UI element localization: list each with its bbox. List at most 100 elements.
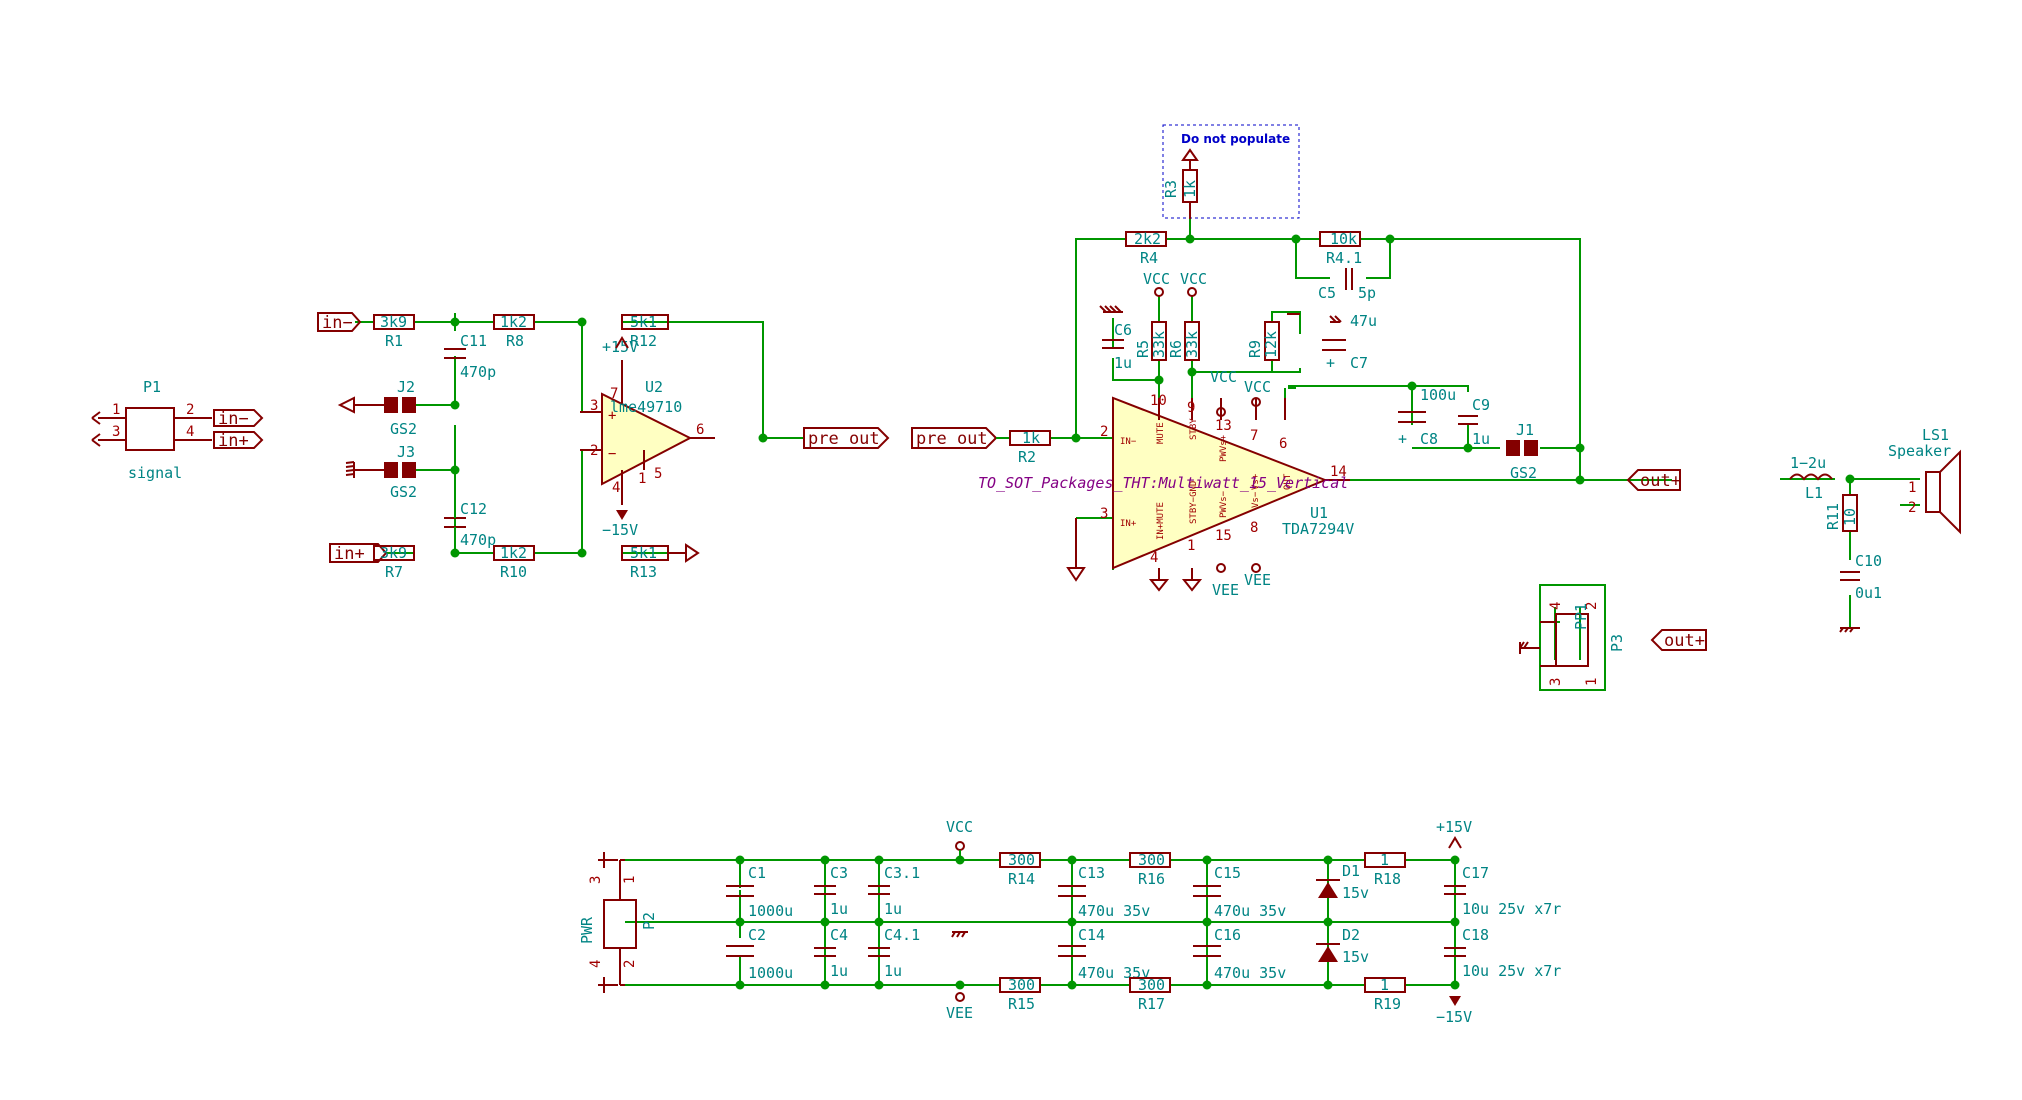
speaker-ls1[interactable]: 1 2 LS1 Speaker bbox=[1888, 426, 1961, 535]
label-in-plus-left[interactable]: in+ bbox=[213, 431, 264, 451]
capacitor-c3-1[interactable]: C3.1 1u bbox=[868, 864, 920, 918]
svg-text:Vs−: Vs− bbox=[1251, 491, 1261, 508]
resistor-r11[interactable]: R11 10 bbox=[1824, 494, 1859, 532]
resistor-r13[interactable]: 5k1 R13 bbox=[621, 543, 700, 581]
capacitor-c7[interactable]: 47u C7 + bbox=[1287, 312, 1377, 372]
svg-text:10u 25v x7r: 10u 25v x7r bbox=[1462, 900, 1561, 918]
svg-text:12k: 12k bbox=[1262, 331, 1280, 358]
label-in-plus[interactable]: in+ bbox=[329, 543, 388, 564]
capacitor-c9[interactable]: C9 1u bbox=[1458, 396, 1490, 448]
svg-text:470u 35v: 470u 35v bbox=[1214, 902, 1286, 920]
svg-text:4: 4 bbox=[1150, 550, 1158, 566]
resistor-r7[interactable]: 3k9 R7 bbox=[373, 544, 415, 581]
resistor-r4[interactable]: 2k2 R4 bbox=[1125, 230, 1167, 267]
resistor-r19[interactable]: 1 R19 bbox=[1364, 976, 1406, 1013]
svg-text:2: 2 bbox=[1100, 424, 1108, 440]
capacitor-c5[interactable]: C5 5p bbox=[1318, 268, 1376, 302]
resistor-r15[interactable]: 300 R15 bbox=[999, 976, 1041, 1013]
svg-text:7: 7 bbox=[610, 386, 618, 402]
label-in-minus-left[interactable]: in− bbox=[213, 409, 264, 429]
svg-text:C11: C11 bbox=[460, 332, 487, 350]
svg-text:R4.1: R4.1 bbox=[1326, 249, 1362, 267]
capacitor-c6[interactable]: C6 1u bbox=[1099, 305, 1132, 372]
svg-text:VCC: VCC bbox=[1244, 378, 1271, 396]
svg-text:R3: R3 bbox=[1162, 180, 1180, 198]
jumper-j3[interactable]: J3 GS2 bbox=[345, 443, 417, 501]
amplifier-u1[interactable]: 2 3 10 9 13 7 6 14 4 1 15 8 IN− IN+ IN+M… bbox=[978, 368, 1354, 599]
svg-text:1: 1 bbox=[1380, 976, 1389, 994]
resistor-r3[interactable]: R3 1k bbox=[1162, 148, 1199, 219]
capacitor-c17[interactable]: C17 10u 25v x7r bbox=[1444, 864, 1561, 918]
resistor-r6[interactable]: R6 33k VCC bbox=[1167, 270, 1207, 361]
connector-p2[interactable]: 3 4 1 2 PWR P2 bbox=[578, 852, 658, 993]
svg-text:R7: R7 bbox=[385, 563, 403, 581]
resistor-r18[interactable]: 1 R18 bbox=[1364, 851, 1406, 888]
svg-text:1k2: 1k2 bbox=[500, 544, 527, 562]
resistor-r4-1[interactable]: 10k R4.1 bbox=[1319, 230, 1362, 267]
connector-p1[interactable]: P1 signal 1 3 2 4 bbox=[91, 378, 212, 482]
capacitor-c13[interactable]: C13 470u 35v bbox=[1058, 864, 1150, 920]
resistor-r2[interactable]: 1k R2 bbox=[1009, 429, 1051, 466]
svg-text:C16: C16 bbox=[1214, 926, 1241, 944]
p1-pin4: 4 bbox=[186, 424, 194, 440]
svg-text:470u 35v: 470u 35v bbox=[1078, 902, 1150, 920]
svg-text:+15V: +15V bbox=[602, 338, 638, 356]
svg-text:300: 300 bbox=[1008, 976, 1035, 994]
svg-text:3: 3 bbox=[1100, 506, 1108, 522]
svg-text:15v: 15v bbox=[1342, 948, 1369, 966]
label-in-minus[interactable]: in− bbox=[317, 312, 362, 333]
svg-text:U2: U2 bbox=[645, 378, 663, 396]
capacitor-c10[interactable]: C10 0u1 bbox=[1839, 552, 1882, 633]
resistor-r10[interactable]: 1k2 R10 bbox=[493, 544, 535, 581]
capacitor-c12[interactable]: C12 470p bbox=[444, 470, 496, 553]
inductor-l1[interactable]: 1−2u L1 bbox=[1789, 454, 1833, 502]
svg-text:15v: 15v bbox=[1342, 884, 1369, 902]
jumper-j1[interactable]: J1 GS2 bbox=[1506, 421, 1538, 482]
power-m15-psu: −15V bbox=[1436, 996, 1472, 1026]
capacitor-c3[interactable]: C3 1u bbox=[814, 864, 848, 918]
svg-text:1: 1 bbox=[1584, 678, 1600, 686]
resistor-r14[interactable]: 300 R14 bbox=[999, 851, 1041, 888]
svg-text:TDA7294V: TDA7294V bbox=[1282, 520, 1354, 538]
capacitor-c4[interactable]: C4 1u bbox=[814, 926, 848, 980]
svg-text:3: 3 bbox=[590, 398, 598, 414]
label-pre-out-left[interactable]: pre_out bbox=[803, 427, 890, 449]
svg-text:470u 35v: 470u 35v bbox=[1214, 964, 1286, 982]
svg-text:1k2: 1k2 bbox=[500, 313, 527, 331]
resistor-r17[interactable]: 300 R17 bbox=[1129, 976, 1171, 1013]
capacitor-c8[interactable]: 100u C8 + bbox=[1398, 386, 1456, 448]
resistor-r8[interactable]: 1k2 R8 bbox=[493, 313, 535, 350]
svg-text:4: 4 bbox=[612, 480, 620, 496]
svg-text:6: 6 bbox=[696, 422, 704, 438]
svg-text:6: 6 bbox=[1279, 436, 1287, 452]
capacitor-c2[interactable]: C2 1000u bbox=[726, 926, 793, 982]
capacitor-c4-1[interactable]: C4.1 1u bbox=[868, 926, 920, 980]
svg-text:5k1: 5k1 bbox=[630, 313, 657, 331]
svg-text:1k: 1k bbox=[1022, 429, 1040, 447]
label-out-plus-p3[interactable]: out+ bbox=[1650, 629, 1707, 651]
capacitor-c16[interactable]: C16 470u 35v bbox=[1193, 926, 1286, 982]
resistor-r1[interactable]: 3k9 R1 bbox=[373, 313, 415, 350]
jumper-j2[interactable]: J2 GS2 bbox=[337, 378, 417, 438]
svg-text:14: 14 bbox=[1330, 464, 1347, 480]
connector-p3[interactable]: 4 3 2 1 PP1 P3 bbox=[1519, 602, 1626, 686]
diode-d1[interactable]: D1 15v bbox=[1316, 862, 1369, 902]
svg-text:+: + bbox=[1326, 354, 1335, 372]
resistor-r16[interactable]: 300 R16 bbox=[1129, 851, 1171, 888]
capacitor-c18[interactable]: C18 10u 25v x7r bbox=[1444, 926, 1561, 980]
capacitor-c11[interactable]: C11 470p bbox=[444, 332, 496, 381]
diode-d2[interactable]: D2 15v bbox=[1316, 926, 1369, 966]
resistor-r12[interactable]: 5k1 R12 bbox=[621, 313, 669, 350]
svg-text:10k: 10k bbox=[1330, 230, 1357, 248]
capacitor-c15[interactable]: C15 470u 35v bbox=[1193, 864, 1286, 920]
resistor-r5[interactable]: R5 33k VCC bbox=[1134, 270, 1170, 361]
svg-text:VCC: VCC bbox=[1210, 368, 1237, 386]
label-pre-out-right[interactable]: pre_out bbox=[911, 427, 1010, 449]
svg-text:C6: C6 bbox=[1114, 321, 1132, 339]
opamp-u2[interactable]: 3 2 6 7 4 1 5 + − U2 lme49710 +15V −15V bbox=[580, 336, 715, 539]
capacitor-c1[interactable]: C1 1000u bbox=[726, 864, 793, 920]
label-out-plus[interactable]: out+ bbox=[1626, 469, 1681, 491]
resistor-r9[interactable]: R9 12k bbox=[1246, 321, 1280, 361]
svg-text:2: 2 bbox=[590, 443, 598, 459]
